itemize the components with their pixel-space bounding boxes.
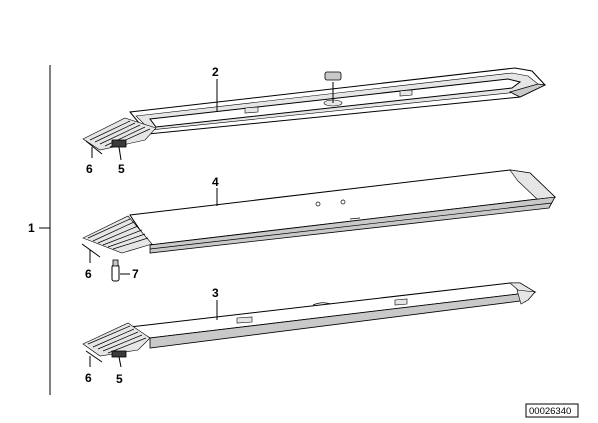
clip-5-bottom: [111, 350, 127, 358]
leader-5b: [118, 356, 122, 368]
callout-4: 4: [212, 175, 219, 189]
ramp-part-3: [82, 282, 537, 363]
ramp-part-4: [81, 169, 557, 282]
callout-5-bottom: 5: [116, 372, 123, 386]
pin-7: [111, 259, 120, 282]
leader-5a: [118, 146, 122, 161]
reference-number: 00026340: [529, 406, 571, 417]
ramp-part-2: [82, 67, 547, 155]
callout-6-top: 6: [86, 162, 93, 176]
clip-5-top: [111, 139, 127, 148]
callout-1: 1: [28, 221, 35, 235]
callout-5-top: 5: [118, 162, 125, 176]
callout-6-bottom: 6: [85, 371, 92, 385]
callout-6-middle: 6: [85, 267, 92, 281]
reference-box: [525, 403, 579, 418]
callout-2: 2: [212, 65, 219, 79]
group-bracket: [39, 65, 51, 395]
callout-3: 3: [212, 286, 219, 300]
callout-7: 7: [132, 267, 139, 281]
